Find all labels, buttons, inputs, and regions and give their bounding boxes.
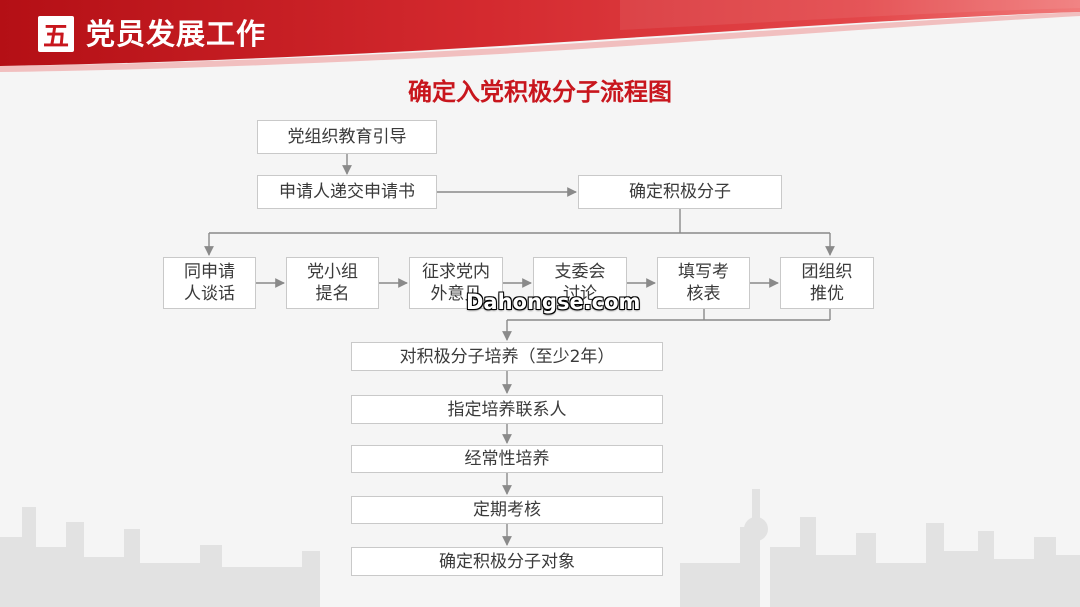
watermark-text: Dahongse.com: [466, 290, 641, 314]
node-league: 团组织 推优: [780, 257, 874, 309]
diagram-title: 确定入党积极分子流程图: [408, 78, 672, 106]
node-contact: 指定培养联系人: [351, 395, 663, 424]
node-committee: 支委会 讨论: [533, 257, 627, 309]
section-title: 党员发展工作: [86, 17, 267, 51]
node-education: 党组织教育引导: [257, 120, 437, 154]
node-solicit: 征求党内 外意见: [409, 257, 503, 309]
section-number-badge: 五: [38, 16, 74, 52]
node-regular: 经常性培养: [351, 445, 663, 473]
node-talk: 同申请 人谈话: [163, 257, 256, 309]
node-target: 确定积极分子对象: [351, 547, 663, 576]
node-application: 申请人递交申请书: [257, 175, 437, 209]
city-skyline-background: [0, 489, 1080, 607]
node-training: 对积极分子培养（至少2年）: [351, 342, 663, 371]
node-assessment: 定期考核: [351, 496, 663, 524]
node-fill-form: 填写考 核表: [657, 257, 750, 309]
header-banner: [0, 0, 1080, 72]
node-determine: 确定积极分子: [578, 175, 782, 209]
node-nominate: 党小组 提名: [286, 257, 379, 309]
